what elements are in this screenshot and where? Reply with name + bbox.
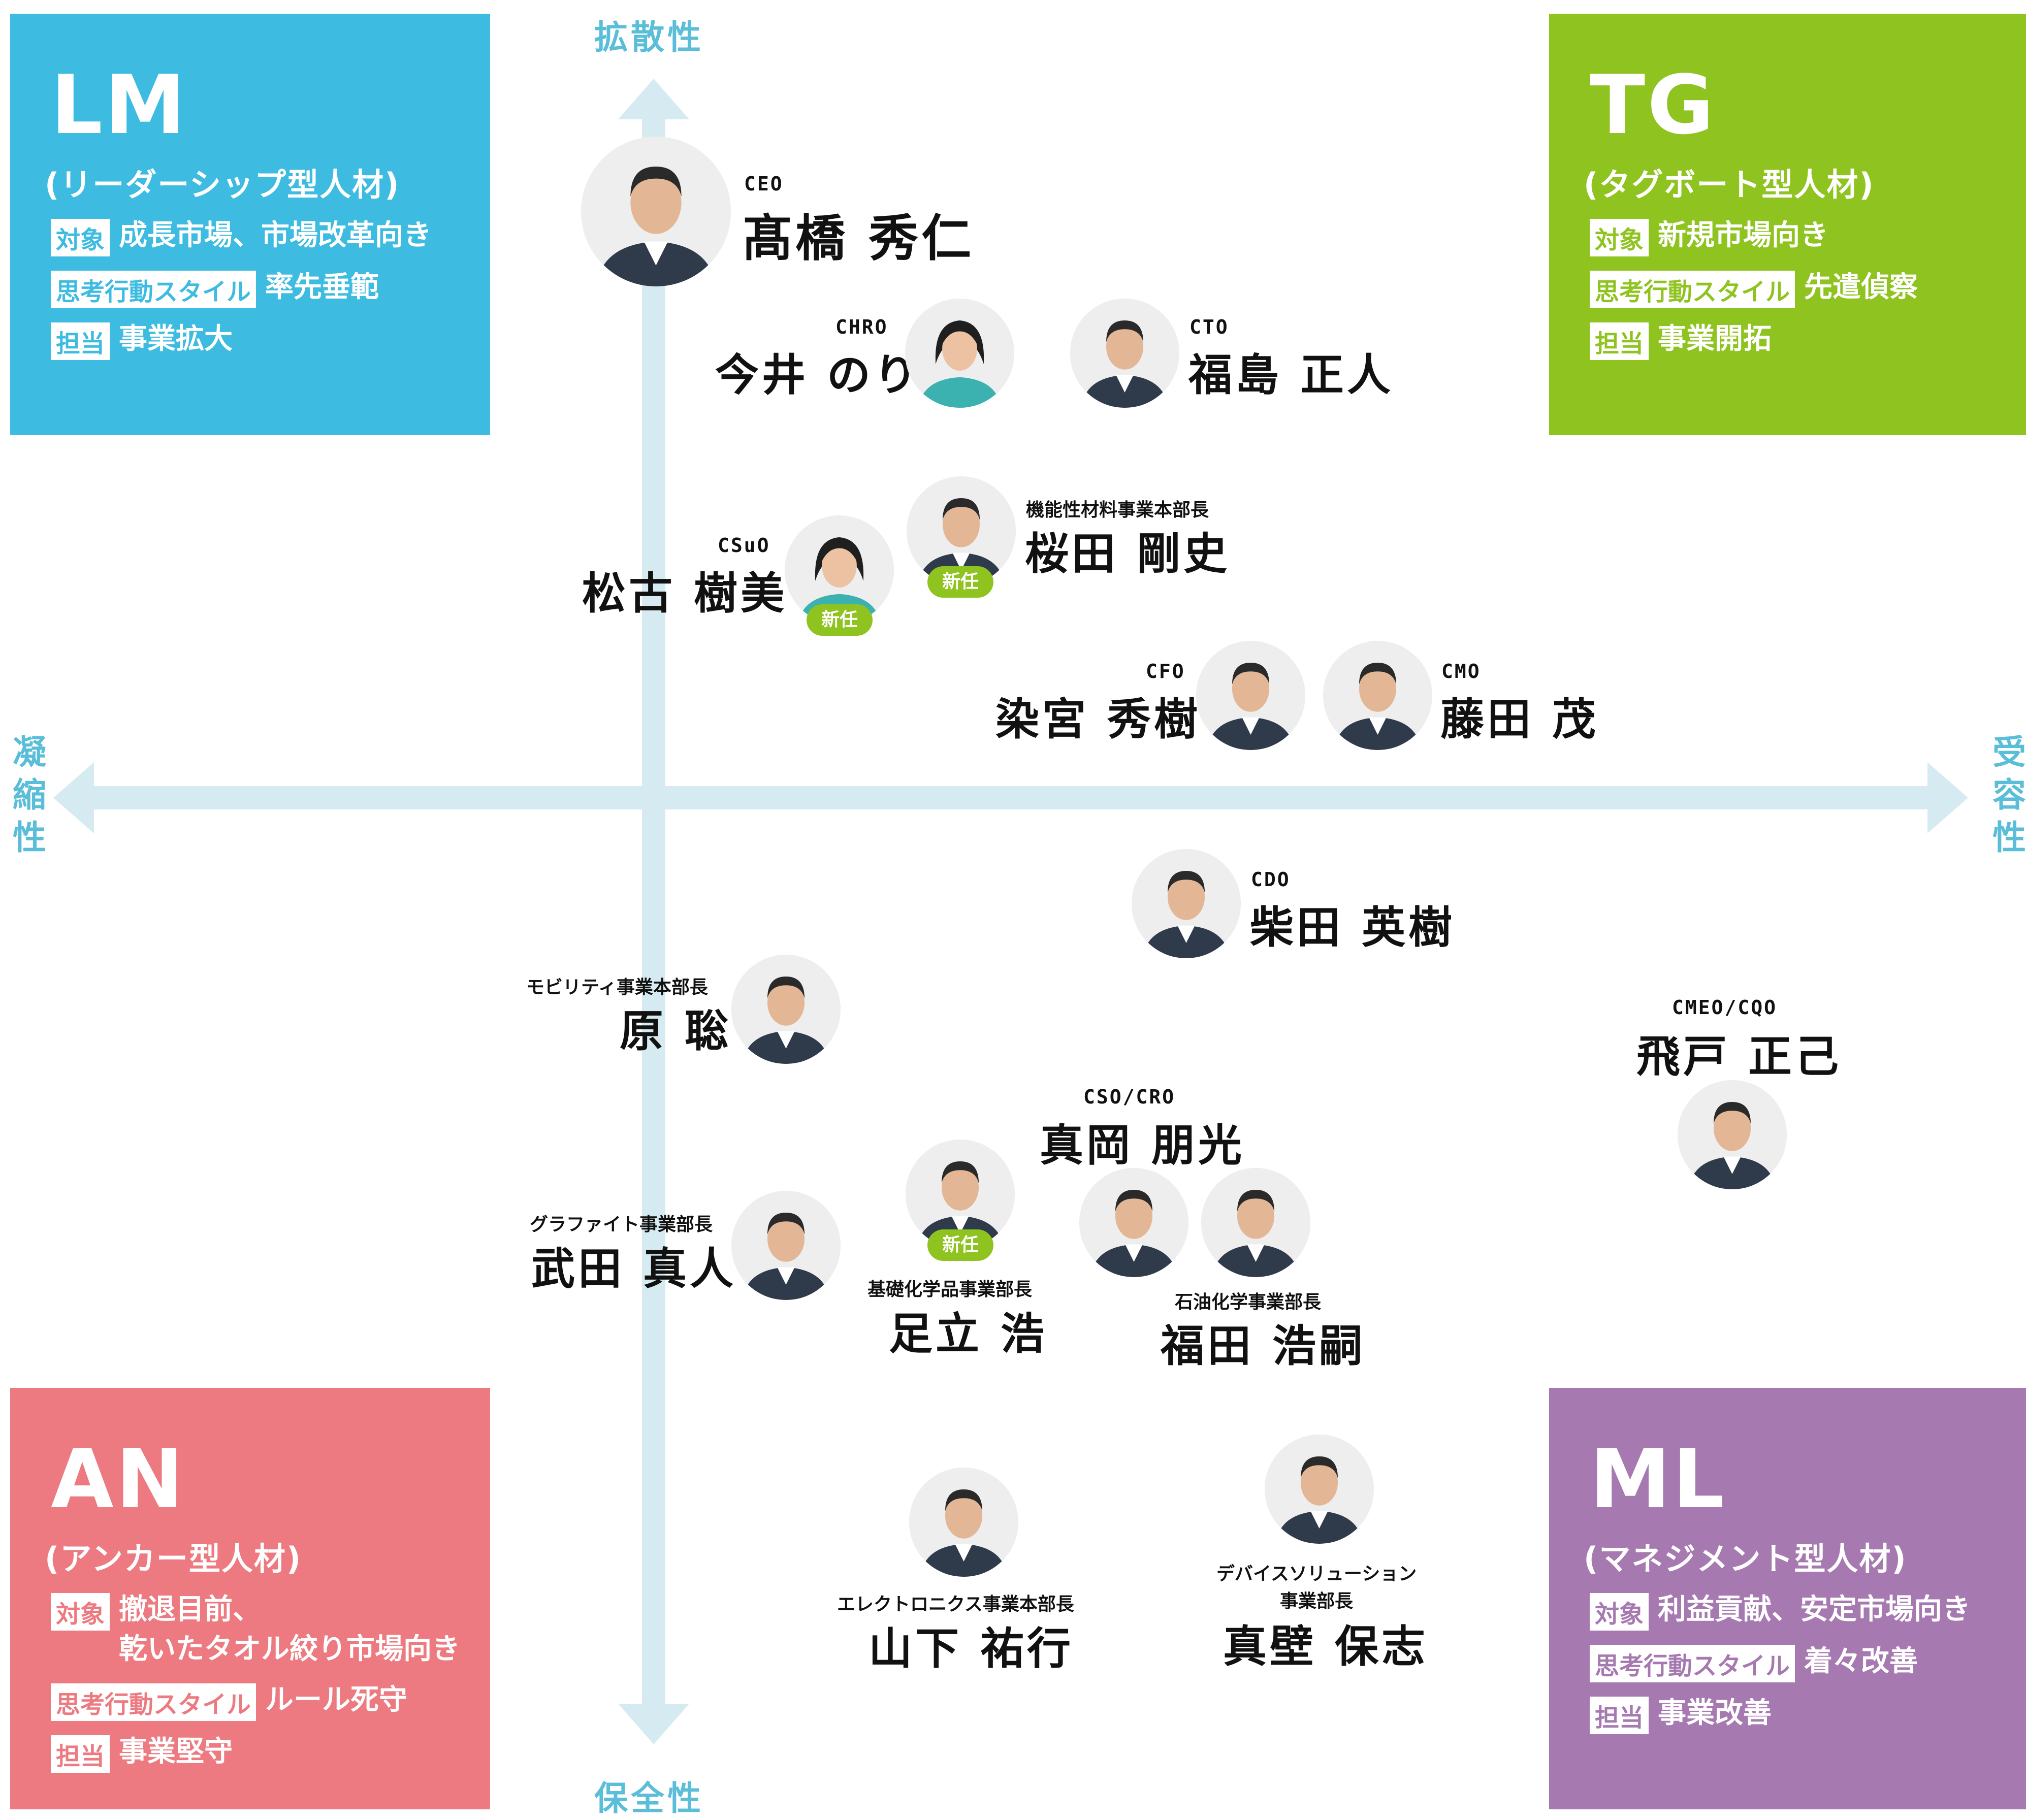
style-value: ルール死守 xyxy=(265,1683,408,1716)
takeda-photo xyxy=(731,1191,841,1300)
target-tag: 対象 xyxy=(51,1593,110,1631)
target-tag: 対象 xyxy=(1590,1593,1649,1631)
adachi-new-badge: 新任 xyxy=(927,1229,993,1261)
cdo-title: CDO xyxy=(1251,868,1291,891)
axis-label-top: 拡散性 xyxy=(594,18,704,57)
sakurada-name: 桜田 剛史 xyxy=(1025,529,1230,579)
quadrant-code: AN xyxy=(51,1432,186,1526)
hara-title: モビリティ事業本部長 xyxy=(526,977,708,998)
cto-name: 福島 正人 xyxy=(1188,350,1394,401)
role-tag: 担当 xyxy=(1590,1697,1649,1734)
chro-photo xyxy=(905,299,1014,408)
target-value: 新規市場向き xyxy=(1658,219,1829,252)
vertical-axis xyxy=(642,96,665,1724)
cfo-photo xyxy=(1196,641,1305,750)
takeda-title: グラファイト事業部長 xyxy=(530,1214,713,1235)
cdo-photo xyxy=(1132,849,1241,958)
yamashita-photo xyxy=(909,1468,1018,1577)
takeda-name: 武田 真人 xyxy=(531,1244,736,1294)
style-tag: 思考行動スタイル xyxy=(1590,271,1795,308)
cmeo-photo xyxy=(1678,1080,1787,1189)
style-tag: 思考行動スタイル xyxy=(1590,1645,1795,1682)
style-tag: 思考行動スタイル xyxy=(51,271,256,308)
quadrant-type: (リーダーシップ型人材) xyxy=(45,166,400,203)
cso-photo xyxy=(1079,1168,1188,1277)
cdo-name: 柴田 英樹 xyxy=(1250,902,1455,953)
quadrant-an: AN (アンカー型人材) 対象撤退目前、 乾いたタオル絞り市場向き 思考行動スタ… xyxy=(10,1388,490,1809)
fukuda-title: 石油化学事業部長 xyxy=(1175,1292,1322,1313)
quadrant-code: TG xyxy=(1590,57,1716,152)
role-value: 事業堅守 xyxy=(119,1735,233,1768)
csuo-name: 松古 樹美 xyxy=(582,568,787,619)
style-tag: 思考行動スタイル xyxy=(51,1683,256,1721)
axis-label-right: 受容性 xyxy=(1992,733,2026,857)
quadrant-tg: TG (タグボート型人材) 対象新規市場向き 思考行動スタイル先遣偵察 担当事業… xyxy=(1549,14,2026,435)
quadrant-code: LM xyxy=(51,57,188,152)
chro-title: CHRO xyxy=(835,316,888,338)
cmeo-title: CMEO/CQO xyxy=(1672,996,1778,1019)
cmo-name: 藤田 茂 xyxy=(1440,694,1599,745)
csuo-title: CSuO xyxy=(718,534,770,557)
sakurada-new-badge: 新任 xyxy=(927,566,993,598)
cfo-title: CFO xyxy=(1146,660,1185,682)
target-tag: 対象 xyxy=(51,219,110,256)
fukuda-name: 福田 浩嗣 xyxy=(1161,1321,1366,1372)
ceo-photo xyxy=(581,137,731,286)
role-value: 事業改善 xyxy=(1658,1697,1772,1730)
cmo-title: CMO xyxy=(1441,660,1481,682)
quadrant-lm: LM (リーダーシップ型人材) 対象成長市場、市場改革向き 思考行動スタイル率先… xyxy=(10,14,490,435)
style-value: 着々改善 xyxy=(1804,1645,1918,1678)
cso-name: 真岡 朋光 xyxy=(1040,1120,1245,1171)
target-value: 成長市場、市場改革向き xyxy=(119,219,432,252)
cfo-name: 染宮 秀樹 xyxy=(995,694,1201,745)
makabe-title-line1: デバイスソリューション xyxy=(1216,1564,1417,1584)
cso-title: CSO/CRO xyxy=(1083,1086,1176,1108)
yamashita-title: エレクトロニクス事業本部長 xyxy=(837,1594,1074,1615)
quadrant-ml: ML (マネジメント型人材) 対象利益貢献、安定市場向き 思考行動スタイル着々改… xyxy=(1549,1388,2026,1809)
quadrant-type: (タグボート型人材) xyxy=(1584,166,1875,203)
axis-label-bottom: 保全性 xyxy=(594,1779,704,1818)
quadrant-type: (マネジメント型人材) xyxy=(1584,1540,1907,1577)
hara-name: 原 聡 xyxy=(620,1006,731,1057)
arrow-left-icon xyxy=(53,762,94,833)
ceo-title: CEO xyxy=(744,173,784,195)
chro-name: 今井 のり xyxy=(715,350,920,401)
hara-photo xyxy=(731,955,841,1064)
cto-photo xyxy=(1070,299,1179,408)
role-value: 事業拡大 xyxy=(119,322,233,355)
adachi-title: 基礎化学品事業部長 xyxy=(867,1279,1033,1300)
cmo-photo xyxy=(1323,641,1432,750)
arrow-up-icon xyxy=(618,79,689,119)
yamashita-name: 山下 祐行 xyxy=(869,1623,1074,1674)
role-tag: 担当 xyxy=(51,322,110,360)
ceo-name: 髙橋 秀仁 xyxy=(743,210,975,268)
fukuda-photo xyxy=(1201,1168,1310,1277)
role-tag: 担当 xyxy=(1590,322,1649,360)
target-value: 撤退目前、 乾いたタオル絞り市場向き xyxy=(119,1593,461,1666)
quadrant-type: (アンカー型人材) xyxy=(45,1540,302,1577)
arrow-right-icon xyxy=(1927,762,1968,833)
makabe-photo xyxy=(1265,1435,1374,1544)
style-value: 率先垂範 xyxy=(265,271,379,304)
arrow-down-icon xyxy=(618,1704,689,1744)
makabe-name: 真壁 保志 xyxy=(1223,1621,1428,1672)
quadrant-code: ML xyxy=(1590,1432,1727,1526)
sakurada-title: 機能性材料事業本部長 xyxy=(1026,500,1209,521)
role-tag: 担当 xyxy=(51,1735,110,1773)
style-value: 先遣偵察 xyxy=(1804,271,1918,304)
horizontal-axis xyxy=(74,786,1938,809)
target-tag: 対象 xyxy=(1590,219,1649,256)
csuo-new-badge: 新任 xyxy=(807,604,873,636)
role-value: 事業開拓 xyxy=(1658,322,1772,355)
adachi-name: 足立 浩 xyxy=(889,1309,1047,1359)
target-value: 利益貢献、安定市場向き xyxy=(1658,1593,1971,1626)
makabe-title-line2: 事業部長 xyxy=(1280,1591,1354,1612)
cto-title: CTO xyxy=(1189,316,1229,338)
cmeo-name: 飛戸 正己 xyxy=(1636,1031,1842,1082)
axis-label-left: 凝縮性 xyxy=(13,733,46,857)
